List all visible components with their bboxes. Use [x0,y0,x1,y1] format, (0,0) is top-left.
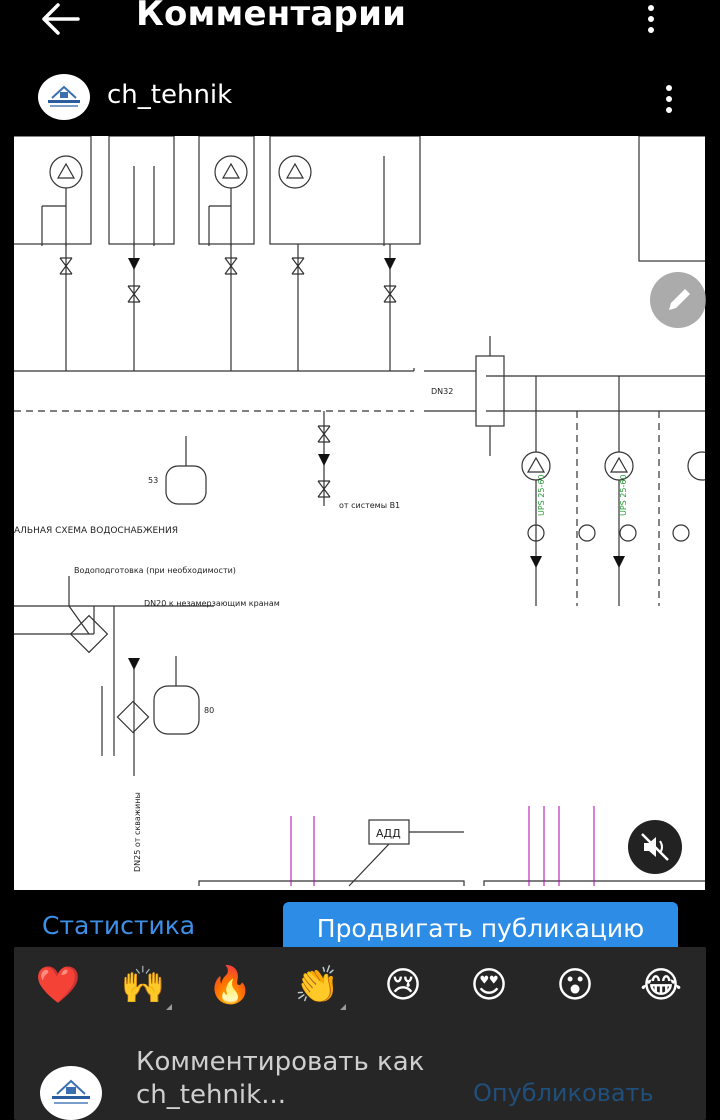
ch-tehnik-logo [52,1079,90,1104]
diagram-label-water-treatment: Водоподготовка (при необходимости) [74,566,236,575]
reaction-heart-eyes[interactable]: 😍 [470,965,508,1006]
diagram-label-dn32: DN32 [431,387,453,396]
commenter-avatar [40,1066,102,1120]
reaction-laughing-face[interactable]: 😂 [639,965,683,1006]
skin-tone-indicator [166,1004,172,1010]
diagram-section-title: АЛЬНАЯ СХЕМА ВОДОСНАБЖЕНИЯ [14,526,178,536]
speaker-muted-icon [641,833,669,861]
reaction-crying-face[interactable]: 😢 [384,965,422,1006]
diagram-label-from-system: от системы В1 [339,501,400,510]
skin-tone-indicator [340,1004,346,1010]
diagram-label-from-well: DN25 от скважины [133,792,142,872]
reaction-raised-hands[interactable]: 🙌 [120,965,166,1006]
post-options-button[interactable] [656,82,682,116]
statistics-link[interactable]: Статистика [42,911,196,940]
diagram-label-add: АДД [376,827,401,840]
post-image[interactable]: АЛЬНАЯ СХЕМА ВОДОСНАБЖЕНИЯ Водоподготовк… [14,136,705,890]
reaction-fire[interactable]: 🔥 [207,965,253,1006]
svg-text:UPS 25-60: UPS 25-60 [537,474,546,516]
page-title: Комментарии [136,0,407,34]
diagram-label-80: 80 [204,706,214,715]
mute-toggle-button[interactable] [628,820,682,874]
comment-input[interactable]: Комментировать как ch_tehnik... [136,1047,425,1110]
back-button[interactable] [38,0,86,40]
more-options-button[interactable] [638,2,664,36]
reaction-surprised-face[interactable]: 😮 [556,965,594,1006]
publish-button[interactable]: Опубликовать [473,1079,654,1107]
comment-sheet [14,947,706,1120]
pencil-icon [669,289,690,310]
reaction-heart[interactable]: ❤️ [35,965,81,1006]
diagram-label-53: 53 [148,476,158,485]
avatar[interactable] [38,74,90,120]
arrow-left-icon [42,3,80,35]
ch-tehnik-logo [48,85,80,107]
edit-button[interactable] [650,272,706,328]
post-username[interactable]: ch_tehnik [107,80,233,110]
more-vertical-icon [648,5,654,33]
reaction-clapping-hands[interactable]: 👏 [294,965,340,1006]
diagram-label-dn20: DN20 к незамерзающим кранам [144,599,280,608]
more-vertical-icon [666,85,672,113]
svg-text:UPS 25-60: UPS 25-60 [619,474,628,516]
water-supply-schematic: АЛЬНАЯ СХЕМА ВОДОСНАБЖЕНИЯ Водоподготовк… [14,136,705,887]
